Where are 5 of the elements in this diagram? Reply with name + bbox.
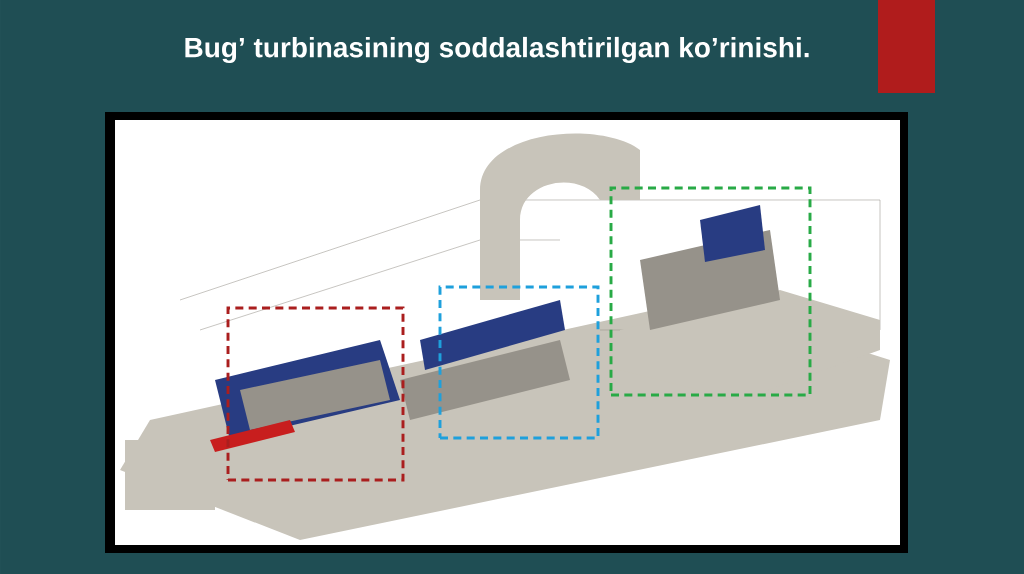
dashed-frame xyxy=(438,285,600,440)
dashed-frame xyxy=(609,186,812,397)
turbine-drawing xyxy=(115,120,900,545)
dashed-frame xyxy=(226,306,405,482)
slide-title: Bug’ turbinasining soddalashtirilgan ko’rinishi. xyxy=(185,36,809,64)
